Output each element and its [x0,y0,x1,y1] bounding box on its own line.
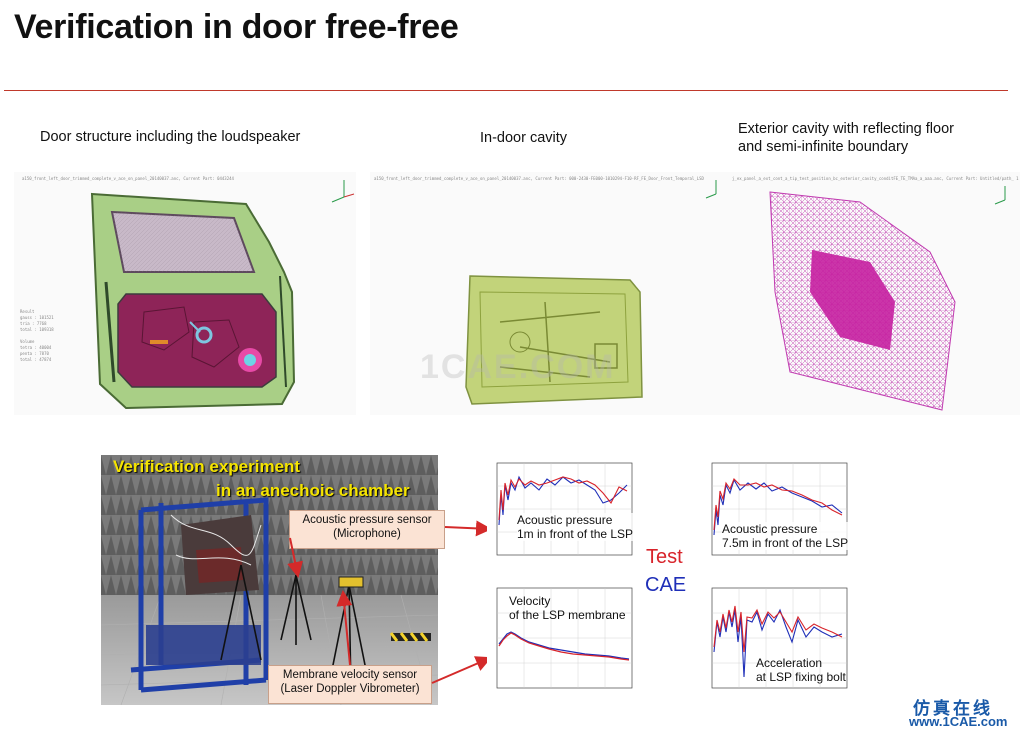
in-door-cavity-mesh-image [465,180,717,405]
velocity-sensor-line1: Membrane velocity sensor [282,669,418,681]
center-watermark: 1CAE.COM [420,348,616,386]
watermark-site: www.1CAE.com [909,714,1008,729]
velocity-sensor-line2: (Laser Doppler Vibrometer) [280,683,420,695]
caption-exterior-line1: Exterior cavity with reflecting floor [738,121,954,137]
plot-acoustic-pressure-7-5m-graph [711,462,848,556]
plot-acoustic-pressure-7-5m: Acoustic pressure 7.5m in front of the L… [702,455,852,569]
plot3-label: Velocity of the LSP membrane [509,594,626,622]
acoustic-sensor-line1: Acoustic pressure sensor [302,514,432,526]
door-fe-mesh-image [90,180,355,410]
acoustic-pressure-sensor-callout: Acoustic pressure sensor (Microphone) [289,510,445,549]
caption-in-door-cavity: In-door cavity [480,130,568,146]
plot2-label-line1: Acoustic pressure [722,522,818,536]
caption-exterior-line2: and semi-infinite boundary [738,139,909,155]
door-structure-model-view: a150_front_left_door_trimmed_complete_v_… [14,172,356,415]
title-divider [4,90,1008,91]
plot-acoustic-pressure-1m: Acoustic pressure 1m in front of the LSP [487,455,637,569]
experiment-title-line1: Verification experiment [113,457,301,476]
acoustic-sensor-line2: (Microphone) [333,528,401,540]
watermark-chinese: 仿真在线 [913,699,993,718]
plot3-label-line2: of the LSP membrane [509,608,626,622]
in-door-cavity-model-view: a150_front_left_door_trimmed_complete_v_… [370,172,730,415]
plot1-label: Acoustic pressure 1m in front of the LSP [517,513,634,541]
plot1-label-line1: Acoustic pressure [517,513,613,527]
exterior-cavity-model-view: j_ex_panel_a_ext_cont_a_tip_test_positio… [730,172,1020,415]
plot4-label-line1: Acceleration [756,656,823,670]
plot4-label: Acceleration at LSP fixing bolt [756,656,846,684]
membrane-velocity-sensor-callout: Membrane velocity sensor (Laser Doppler … [268,665,432,704]
plot1-label-line2: 1m in front of the LSP [517,527,634,541]
exterior-cavity-mesh-image [769,186,1006,411]
plot-acoustic-pressure-1m-graph [496,462,633,556]
slide-title: Verification in door free-free [14,8,459,46]
plot-lsp-membrane-velocity-graph [496,587,633,689]
caption-door-structure: Door structure including the loudspeaker [40,129,301,145]
legend-cae: CAE [645,574,687,596]
experiment-title-line2: in an anechoic chamber [216,481,410,500]
plot4-label-line2: at LSP fixing bolt [756,670,846,684]
plot2-label-line2: 7.5m in front of the LSP [722,536,849,550]
plot-lsp-membrane-velocity: Velocity of the LSP membrane [487,582,637,700]
legend-test: Test [646,546,683,568]
plot-lsp-bolt-acceleration-graph [711,587,848,689]
plot2-label: Acoustic pressure 7.5m in front of the L… [722,522,849,550]
caption-exterior-cavity: Exterior cavity with reflecting floor an… [738,120,954,156]
plot-lsp-bolt-acceleration: Acceleration at LSP fixing bolt [702,582,852,700]
plot3-label-line1: Velocity [509,594,551,608]
